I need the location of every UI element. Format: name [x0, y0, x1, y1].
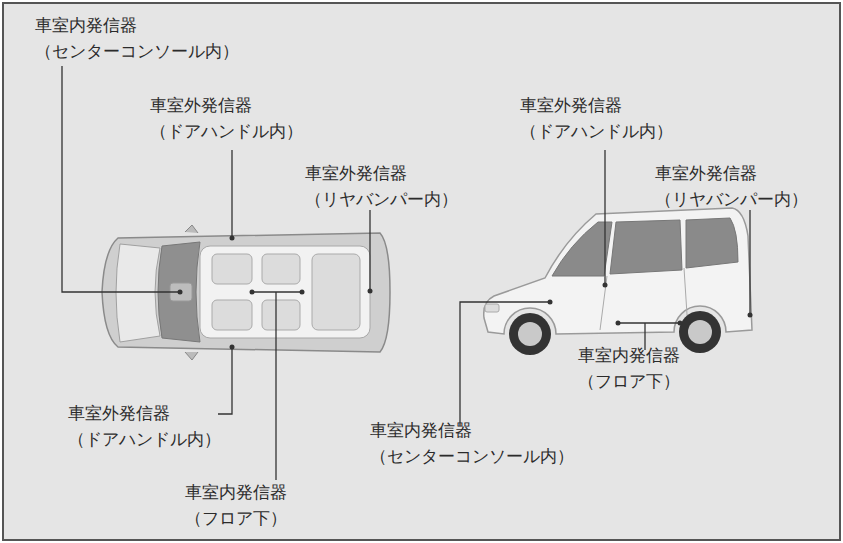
part-label: 車室内発信器: [578, 342, 680, 368]
part-label: （リヤバンパー内）: [655, 186, 808, 212]
part-label: 車室外発信器: [655, 160, 808, 186]
part-label: （ドアハンドル内）: [68, 426, 221, 452]
part-label: 車室内発信器: [185, 479, 287, 505]
callout-label: 車室外発信器（ドアハンドル内）: [150, 92, 303, 144]
callout-label: 車室内発信器（フロア下）: [185, 479, 287, 531]
part-label: （ドアハンドル内）: [150, 118, 303, 144]
part-label: （ドアハンドル内）: [520, 118, 673, 144]
part-label: 車室外発信器: [68, 400, 221, 426]
callout-label: 車室外発信器（リヤバンパー内）: [305, 160, 458, 212]
callout-label: 車室外発信器（ドアハンドル内）: [68, 400, 221, 452]
callout-label: 車室内発信器（フロア下）: [578, 342, 680, 394]
part-label: （センターコンソール内）: [35, 38, 239, 64]
leader-lines: [62, 66, 750, 480]
callout-label: 車室内発信器（センターコンソール内）: [35, 12, 239, 64]
callout-label: 車室外発信器（リヤバンパー内）: [655, 160, 808, 212]
part-label: 車室外発信器: [520, 92, 673, 118]
part-label: （リヤバンパー内）: [305, 186, 458, 212]
car-side-view: [484, 208, 752, 355]
part-label: 車室内発信器: [370, 417, 574, 443]
callout-label: 車室内発信器（センターコンソール内）: [370, 417, 574, 469]
leader-dots: [178, 236, 753, 350]
panel-frame: [3, 3, 840, 540]
callout-label: 車室外発信器（ドアハンドル内）: [520, 92, 673, 144]
part-label: （フロア下）: [578, 368, 680, 394]
part-label: （センターコンソール内）: [370, 443, 574, 469]
part-label: 車室外発信器: [150, 92, 303, 118]
part-label: 車室内発信器: [35, 12, 239, 38]
part-label: （フロア下）: [185, 505, 287, 531]
part-label: 車室外発信器: [305, 160, 458, 186]
